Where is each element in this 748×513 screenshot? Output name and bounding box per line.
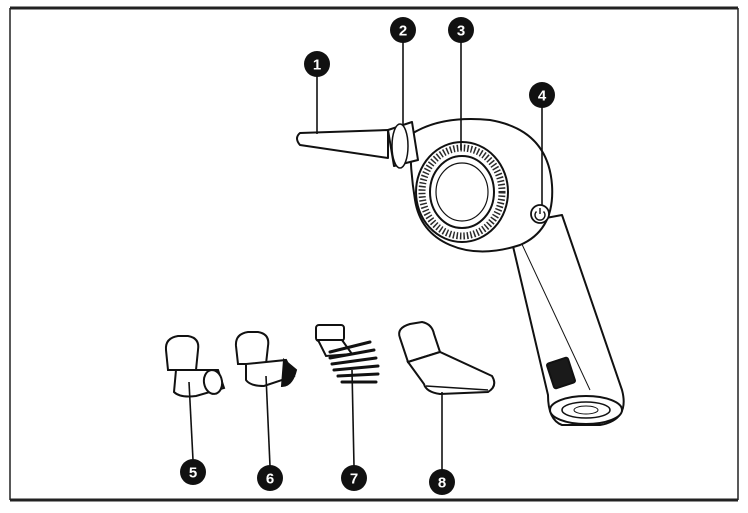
power-icon bbox=[534, 208, 546, 221]
svg-text:4: 4 bbox=[538, 88, 547, 105]
svg-text:1: 1 bbox=[313, 57, 321, 74]
svg-text:8: 8 bbox=[438, 475, 446, 492]
round-nozzle bbox=[164, 335, 226, 398]
callout-badge-4: 4 bbox=[529, 82, 555, 108]
air-intake-grille bbox=[415, 141, 509, 243]
svg-text:7: 7 bbox=[350, 471, 358, 488]
svg-text:6: 6 bbox=[266, 471, 274, 488]
svg-text:2: 2 bbox=[399, 23, 407, 40]
angled-nozzle bbox=[234, 331, 298, 388]
callout-badge-8: 8 bbox=[429, 469, 455, 495]
long-nozzle bbox=[296, 129, 389, 159]
device-handle bbox=[507, 214, 625, 426]
callout-badge-5: 5 bbox=[180, 459, 206, 485]
flat-wide-nozzle bbox=[398, 320, 496, 396]
svg-text:5: 5 bbox=[189, 465, 197, 482]
blower-device bbox=[296, 118, 625, 426]
handle-label bbox=[546, 356, 576, 390]
brush-bristles bbox=[328, 340, 380, 384]
callout-badge-7: 7 bbox=[341, 465, 367, 491]
leader-lines bbox=[188, 42, 543, 470]
frame-border bbox=[9, 6, 739, 502]
callout-badge-1: 1 bbox=[304, 51, 330, 77]
callout-badge-6: 6 bbox=[257, 465, 283, 491]
callout-badge-2: 2 bbox=[390, 17, 416, 43]
callout-badge-3: 3 bbox=[448, 17, 474, 43]
power-button[interactable] bbox=[530, 204, 550, 224]
brush-attachment bbox=[315, 324, 380, 384]
svg-text:3: 3 bbox=[457, 23, 465, 40]
